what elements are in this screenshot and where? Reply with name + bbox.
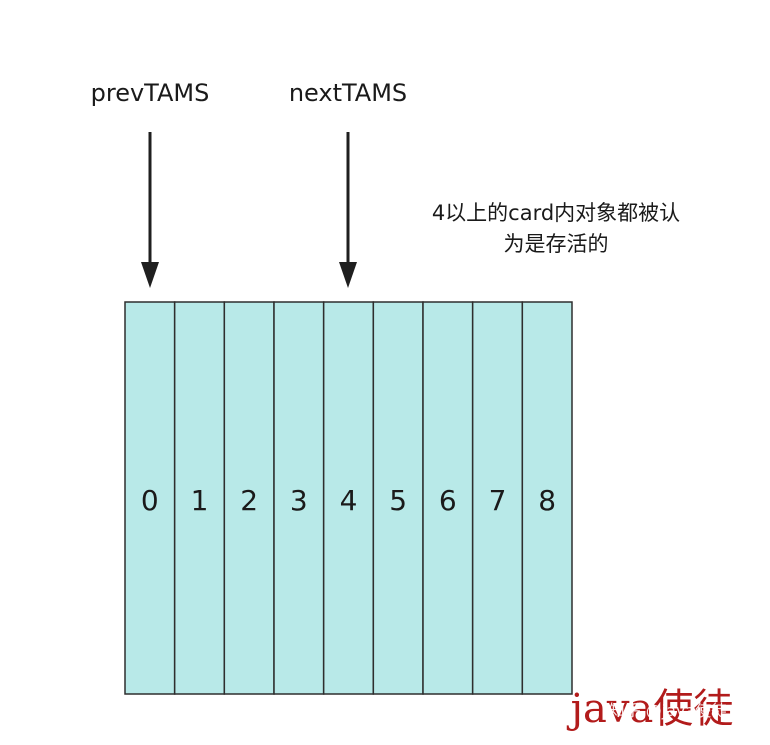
card-cell-number: 0: [141, 484, 159, 517]
card-cell-box: [223, 301, 275, 695]
card-cell-number: 7: [489, 484, 507, 517]
card-cell-number: 8: [538, 484, 556, 517]
card-cell-box: [471, 301, 524, 695]
card-cell-box: [422, 301, 474, 695]
prev-tams-arrow: [141, 132, 159, 288]
card-cell-4: 4: [322, 301, 375, 695]
next-tams-arrow: [339, 132, 357, 288]
card-cell-0: 0: [124, 301, 176, 695]
watermark-caption: 知乎 @java使徒: [609, 701, 728, 720]
note-line-1: 4以上的card内对象都被认: [432, 201, 680, 225]
card-cell-number: 5: [389, 484, 407, 517]
note-line-2: 为是存活的: [504, 232, 609, 256]
card-cell-box: [173, 301, 226, 695]
watermark: java使徒 知乎 @java使徒: [567, 686, 734, 732]
card-cell-7: 7: [471, 301, 524, 695]
card-cell-box: [273, 301, 325, 695]
card-cell-number: 3: [290, 484, 308, 517]
prev-tams-label: prevTAMS: [91, 79, 210, 107]
card-cell-number: 2: [240, 484, 258, 517]
card-cell-6: 6: [422, 301, 474, 695]
next-tams-label: nextTAMS: [289, 79, 407, 107]
card-cell-number: 4: [340, 484, 358, 517]
card-cell-2: 2: [223, 301, 275, 695]
card-cell-box: [124, 301, 176, 695]
card-cell-box: [372, 301, 424, 695]
card-cell-number: 1: [191, 484, 209, 517]
card-cell-3: 3: [273, 301, 325, 695]
card-cell-1: 1: [173, 301, 226, 695]
card-cell-number: 6: [439, 484, 457, 517]
card-cell-5: 5: [372, 301, 424, 695]
card-cell-box: [521, 301, 573, 695]
card-cell-8: 8: [521, 301, 573, 695]
watermark-logo: java使徒: [567, 686, 734, 732]
